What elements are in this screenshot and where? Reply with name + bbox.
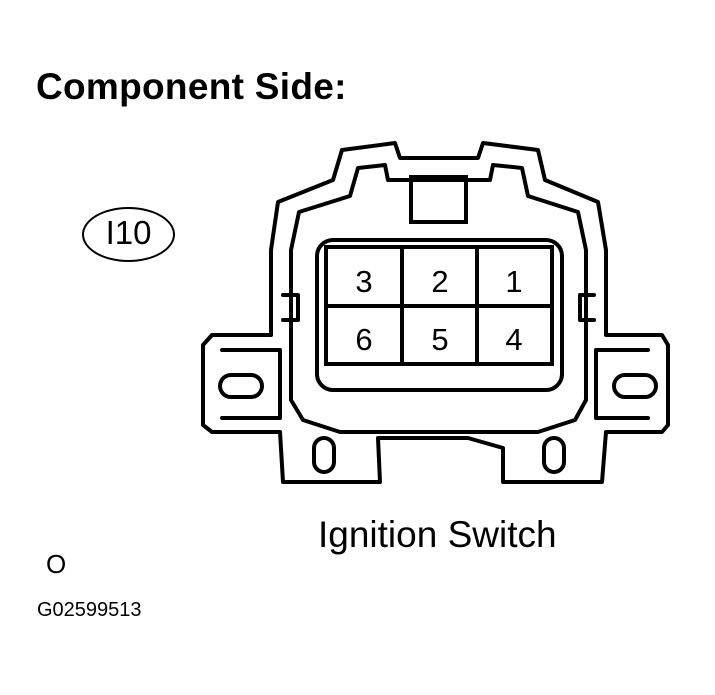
bottom-left-slot xyxy=(312,436,336,474)
connector-housing-outline xyxy=(201,141,670,484)
pin-label: 5 xyxy=(431,322,448,357)
left-rail xyxy=(220,348,282,420)
pin-label: 4 xyxy=(505,322,522,357)
connector-code-label: I10 xyxy=(105,214,152,251)
connector-code-oval xyxy=(82,207,175,262)
right-step xyxy=(578,293,596,322)
left-slot xyxy=(218,373,264,399)
side-mark: O xyxy=(46,549,67,579)
page-title: Component Side: xyxy=(36,66,347,107)
figure-id: G02599513 xyxy=(37,599,142,621)
component-name-caption: Ignition Switch xyxy=(318,514,557,555)
terminal-cavity-outer xyxy=(315,238,564,392)
latch-window xyxy=(409,175,468,224)
pin-label: 3 xyxy=(355,264,372,299)
bottom-right-slot xyxy=(542,436,566,474)
left-step xyxy=(281,293,300,322)
right-rail xyxy=(594,348,650,420)
pin-label: 6 xyxy=(355,322,372,357)
pin-label: 1 xyxy=(505,264,522,299)
pin-label: 2 xyxy=(431,264,448,299)
connector-inner-contour xyxy=(289,163,588,434)
right-slot xyxy=(612,373,658,399)
